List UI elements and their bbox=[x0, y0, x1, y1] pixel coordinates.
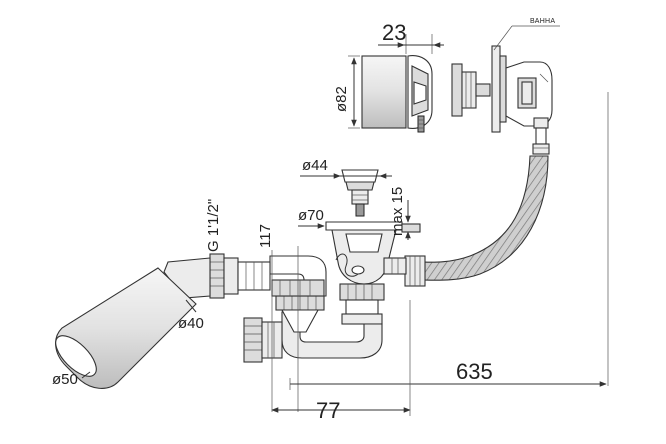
bath-label: ВАННА bbox=[530, 18, 555, 25]
dim-82-label: ø82 bbox=[333, 86, 350, 112]
dim-thread-label: G 1'1/2" bbox=[205, 199, 222, 252]
overflow-assembly bbox=[361, 45, 553, 155]
dim-77-label: 77 bbox=[316, 398, 340, 423]
corrugated-hose bbox=[404, 155, 549, 287]
drain-assembly bbox=[325, 169, 421, 325]
dim-max15-label: max 15 bbox=[389, 187, 406, 236]
dim-117-label: 117 bbox=[257, 224, 274, 248]
outlet-adapter bbox=[163, 253, 271, 299]
dim-70-label: ø70 bbox=[298, 207, 324, 224]
dimension-lines bbox=[81, 25, 609, 416]
outlet-pipe bbox=[55, 267, 197, 389]
dim-635-label: 635 bbox=[456, 359, 493, 384]
dim-23-label: 23 bbox=[382, 20, 406, 45]
dim-40-label: ø40 bbox=[178, 315, 204, 332]
dim-50-label: ø50 bbox=[52, 371, 78, 388]
dim-44-label: ø44 bbox=[302, 157, 328, 174]
